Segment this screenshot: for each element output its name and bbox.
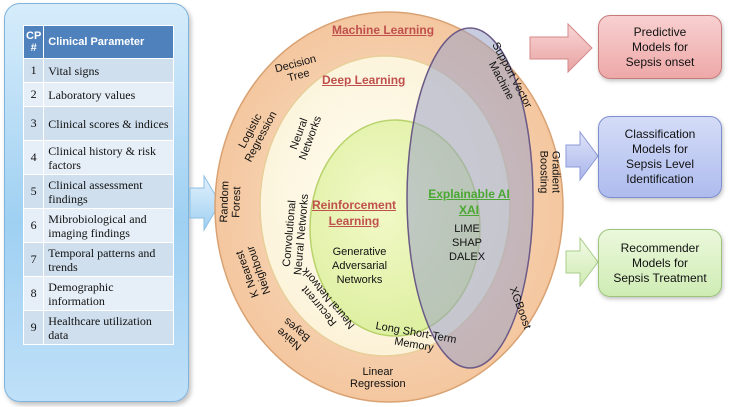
clinical-parameter: Temporal patterns and trends — [43, 242, 174, 277]
cp-number: 1 — [22, 58, 45, 83]
table-header-parameter: Clinical Parameter — [43, 25, 174, 59]
deep-learning-title: Deep Learning — [322, 73, 406, 87]
cp-number: 4 — [22, 140, 45, 175]
predictive-arrow — [529, 22, 593, 74]
recommender-arrow — [565, 236, 599, 288]
cp-number: 9 — [22, 310, 45, 345]
clinical-parameter: Mibrobiological and imaging findings — [43, 208, 174, 243]
classification-arrow — [565, 130, 599, 182]
cp-number: 5 — [22, 174, 45, 209]
clinical-parameter: Laboratory values — [43, 82, 174, 107]
classification-models-box: Classification Models for Sepsis Level I… — [598, 116, 722, 198]
predictive-models-text: Predictive Models for Sepsis onset — [625, 24, 695, 69]
reinforcement-learning-title: Reinforcement Learning — [312, 198, 397, 228]
gan-label: Generative Adversarial Networks — [332, 246, 388, 286]
classification-models-text: Classification Models for Sepsis Level I… — [624, 127, 696, 186]
predictive-models-box: Predictive Models for Sepsis onset — [598, 15, 722, 79]
linear-regression-label: Linear Regression — [350, 366, 406, 390]
clinical-parameter: Clinical assessment findings — [43, 174, 174, 209]
xai-methods-label: LIME SHAP DALEX — [449, 223, 486, 263]
recommender-models-text: Recommender Models for Sepsis Treatment — [613, 240, 707, 285]
clinical-parameter: Clinical scores & indices — [43, 106, 174, 141]
table-header-number: CP # — [22, 25, 45, 59]
cp-number: 7 — [22, 242, 45, 277]
cp-number: 6 — [22, 208, 45, 243]
explainable-ai-ellipse — [406, 27, 534, 369]
input-arrow — [189, 174, 221, 232]
random-forest-label: Random Forest — [218, 180, 244, 223]
machine-learning-title: Machine Learning — [332, 23, 435, 37]
clinical-parameter: Clinical history & risk factors — [43, 140, 174, 175]
explainable-ai-title: Explainable AI XAI — [428, 187, 510, 217]
clinical-parameter: Demographic information — [43, 276, 174, 311]
recommender-models-box: Recommender Models for Sepsis Treatment — [598, 229, 722, 297]
cp-number: 8 — [22, 276, 45, 311]
cp-number: 2 — [22, 82, 45, 107]
clinical-parameter: Healthcare utilization data — [43, 310, 174, 345]
gradient-boosting-label: Gradient Boosting — [537, 150, 562, 194]
